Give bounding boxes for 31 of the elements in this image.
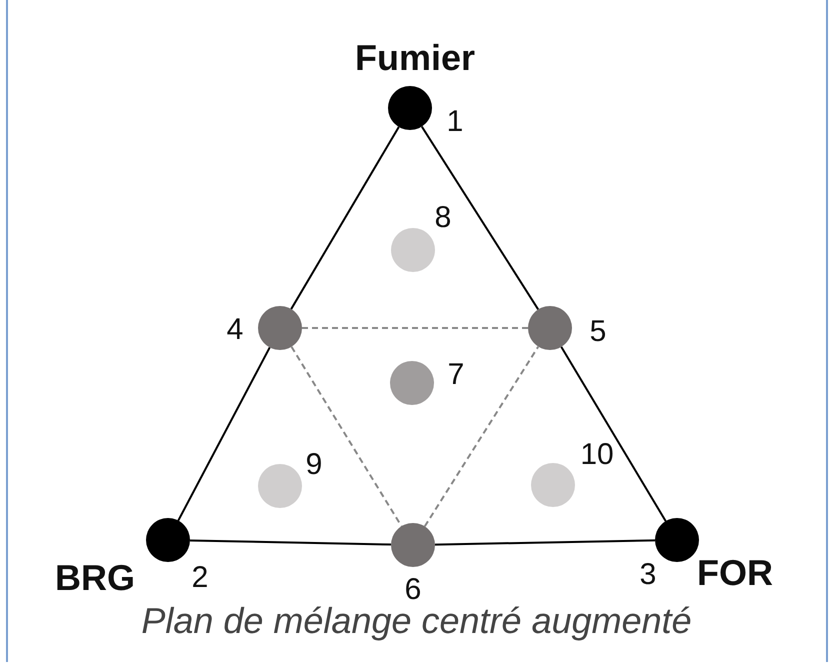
point-number: 1 (446, 107, 464, 137)
design-point (391, 228, 435, 272)
design-point (146, 518, 190, 562)
design-point (391, 523, 435, 567)
design-point (258, 306, 302, 350)
dashed-line (290, 346, 402, 527)
design-point (655, 518, 699, 562)
point-number: 2 (192, 563, 208, 593)
design-point (531, 463, 575, 507)
triangle-side (290, 126, 400, 310)
design-point (258, 464, 302, 508)
vertex-label: BRG (55, 560, 135, 596)
design-point (390, 361, 434, 405)
point-number: 8 (434, 203, 452, 233)
point-number: 3 (640, 560, 656, 590)
triangle-side (434, 539, 656, 546)
point-number: 10 (580, 440, 614, 470)
design-point (388, 86, 432, 130)
design-point (528, 306, 572, 350)
point-number: 7 (448, 360, 464, 390)
triangle-side (190, 539, 392, 546)
triangle-side (420, 126, 540, 310)
vertex-label: Fumier (354, 40, 476, 76)
point-number: 4 (226, 315, 244, 345)
point-number: 9 (306, 450, 322, 480)
dashed-line (302, 327, 528, 329)
point-number: 5 (590, 317, 606, 347)
vertex-label: FOR (697, 555, 773, 591)
triangle-side (560, 346, 667, 522)
dashed-line (424, 346, 540, 527)
triangle-side (177, 346, 271, 522)
